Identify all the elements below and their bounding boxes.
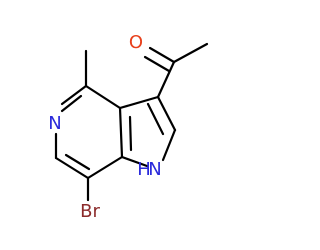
pyrrole-hydrogen-label: H bbox=[137, 159, 151, 180]
pyrrole-c2-c3-double-bond bbox=[146, 102, 165, 136]
acetyl-attachment-bond bbox=[156, 60, 176, 99]
carbonyl-double-bond-inner bbox=[143, 55, 171, 73]
pyridine-c6-c7-double-bond bbox=[64, 153, 91, 171]
pyrrole-c3-c2-bond bbox=[156, 95, 177, 132]
pyrrole-c3-c3a-bond bbox=[118, 95, 160, 110]
pyrrole-nitrogen-label: N bbox=[148, 159, 161, 180]
pyridine-c4-n5-bond bbox=[60, 84, 88, 106]
pyrrole-n1-c7a-bond bbox=[120, 155, 149, 168]
carbonyl-double-bond-outer bbox=[148, 46, 176, 64]
pyrrole-fusion-double-bond bbox=[128, 115, 133, 152]
pyridine-c6-c7-bond bbox=[54, 156, 90, 180]
bond-lines bbox=[54, 42, 209, 202]
pyrrole-c2-n1-bond bbox=[161, 128, 177, 162]
pyridine-c4-n5-double-bond bbox=[60, 94, 83, 113]
pyridine-nitrogen-label: N bbox=[48, 113, 61, 134]
acetyl-methyl-bond bbox=[172, 42, 209, 64]
oxygen-atom-label: O bbox=[129, 32, 143, 53]
pyridine-c3a-c4-bond bbox=[84, 84, 122, 110]
molecule-structure-diagram: O N N H Br bbox=[48, 32, 209, 222]
bromine-atom-label: Br bbox=[80, 201, 100, 222]
pyridine-c7-c7a-bond bbox=[86, 155, 124, 180]
pyrrole-fusion-bond bbox=[118, 106, 124, 159]
